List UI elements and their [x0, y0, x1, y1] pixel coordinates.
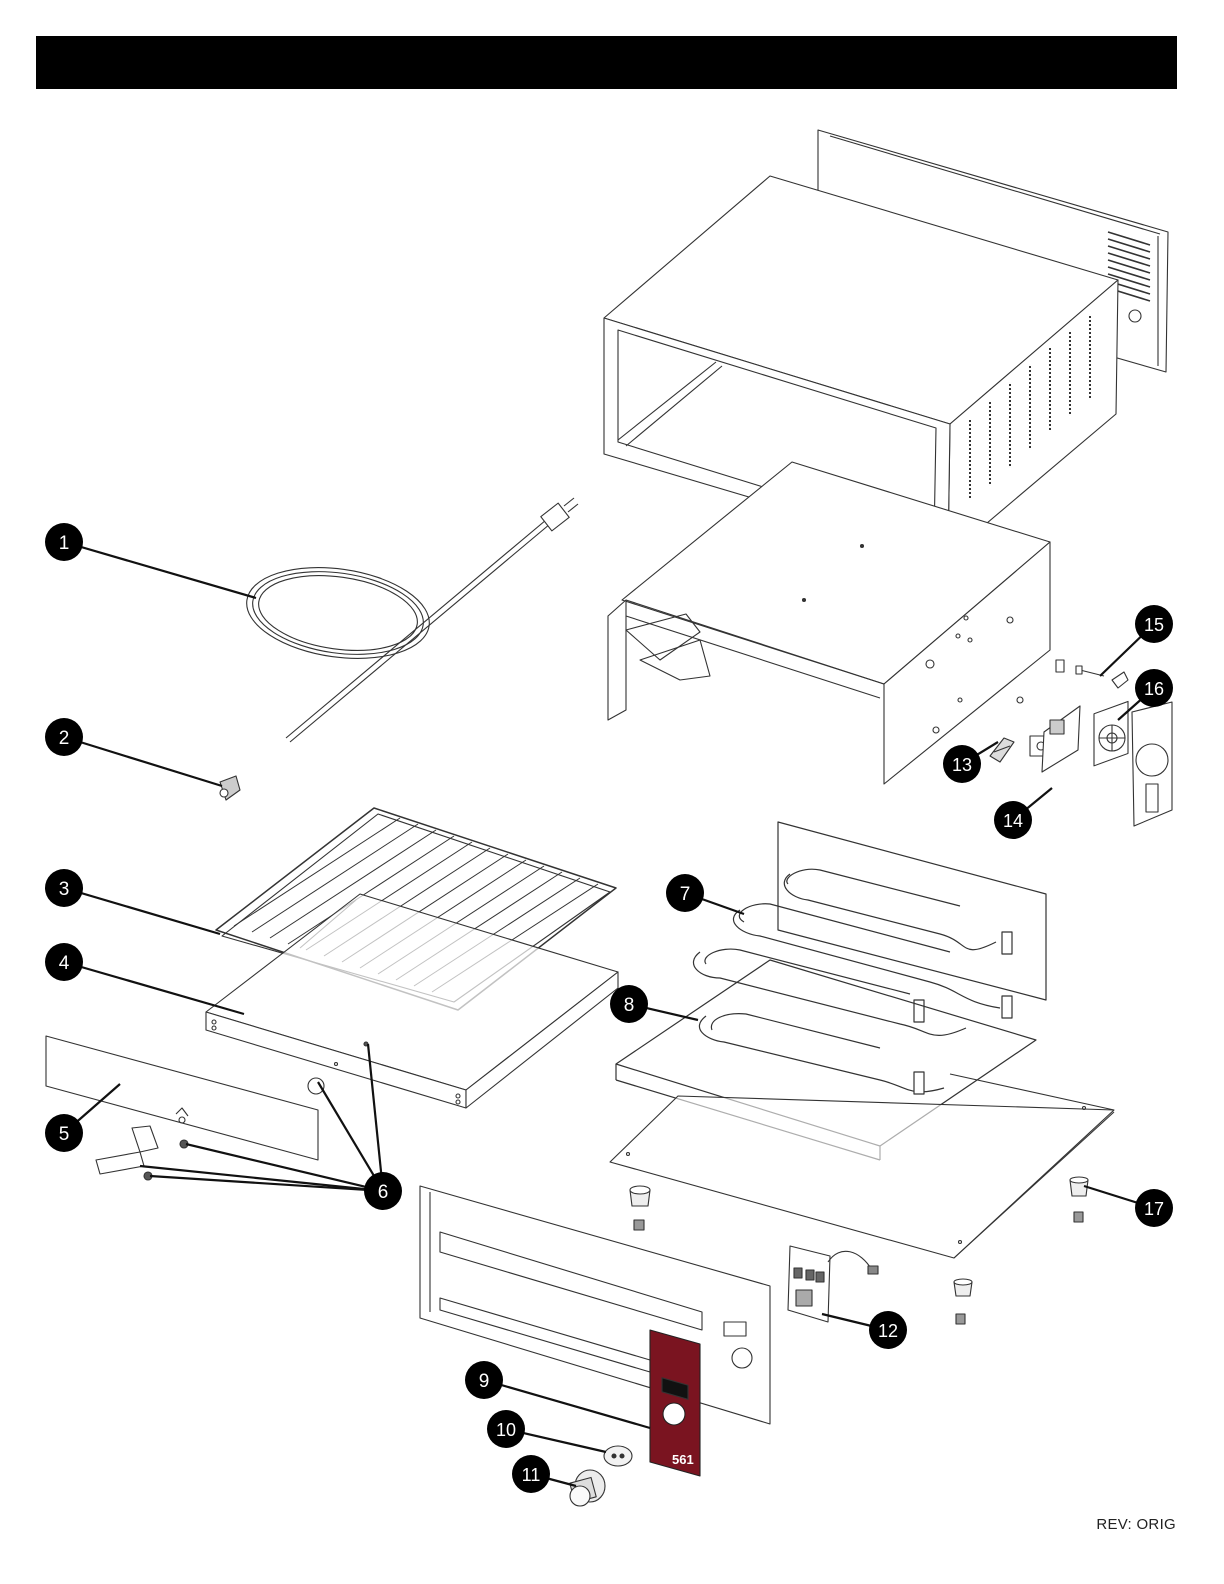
- callout-number: 16: [1144, 679, 1164, 699]
- callout-number: 5: [59, 1124, 70, 1145]
- callout-4: 4: [45, 943, 83, 981]
- callout-1: 1: [45, 523, 83, 561]
- fan-bracket: [1132, 702, 1172, 826]
- callout-14: 14: [994, 801, 1032, 839]
- callout-6: 6: [364, 1172, 402, 1210]
- control-panel-overlay: 561: [650, 1330, 700, 1476]
- callout-12: 12: [869, 1311, 907, 1349]
- callout-2: 2: [45, 718, 83, 756]
- callout-8: 8: [610, 985, 648, 1023]
- callout-10: 10: [487, 1410, 525, 1448]
- callout-3: 3: [45, 869, 83, 907]
- callout-number: 13: [952, 755, 972, 775]
- callout-number: 15: [1144, 615, 1164, 635]
- control-knob: [570, 1470, 605, 1506]
- bottom-plate: [610, 1074, 1114, 1258]
- callout-11: 11: [512, 1455, 550, 1493]
- callout-5: 5: [45, 1114, 83, 1152]
- callout-number: 6: [378, 1182, 389, 1203]
- callout-7: 7: [666, 874, 704, 912]
- callout-number: 1: [59, 533, 70, 554]
- callout-number: 17: [1144, 1199, 1164, 1219]
- callout-number: 4: [59, 953, 70, 974]
- callout-number: 14: [1003, 811, 1023, 831]
- callout-number: 12: [878, 1321, 898, 1341]
- callout-number: 7: [680, 884, 691, 905]
- callout-number: 9: [479, 1371, 490, 1392]
- callout-number: 11: [522, 1465, 541, 1485]
- callout-number: 2: [59, 728, 70, 749]
- callout-17: 17: [1135, 1189, 1173, 1227]
- callout-number: 10: [496, 1420, 516, 1440]
- callout-15: 15: [1135, 605, 1173, 643]
- terminal-clip: [990, 738, 1014, 762]
- callout-9: 9: [465, 1361, 503, 1399]
- cooling-fan: [1094, 701, 1128, 765]
- callout-13: 13: [943, 745, 981, 783]
- callout-number: 3: [59, 879, 70, 900]
- revision-label: REV: ORIG: [1060, 1516, 1176, 1533]
- overlay-badge: 561: [672, 1452, 694, 1467]
- knob-insert: [604, 1446, 632, 1466]
- cord-strain-relief: [220, 776, 240, 800]
- crumb-tray: [206, 894, 618, 1108]
- callout-number: 8: [624, 995, 635, 1016]
- callout-16: 16: [1135, 669, 1173, 707]
- sensor-probe: [1056, 660, 1128, 688]
- control-board: [788, 1246, 878, 1322]
- relay-module: [1030, 706, 1080, 772]
- power-cord: [241, 498, 578, 742]
